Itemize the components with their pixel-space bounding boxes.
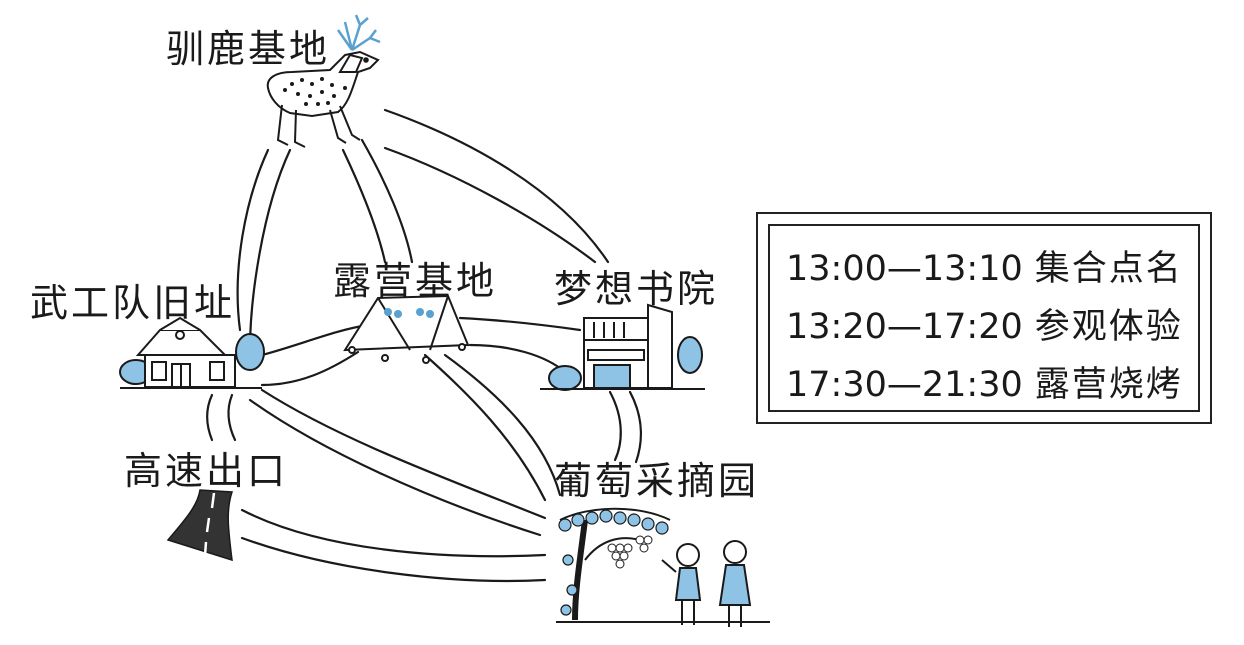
- route-workteam-highway-2: [227, 393, 237, 442]
- route-deer-academy-1: [383, 108, 610, 264]
- schedule-inner-frame: 13:00—13:10 集合点名 13:20—17:20 参观体验 17:30—…: [768, 224, 1200, 412]
- schedule-row: 13:20—17:20 参观体验: [786, 298, 1198, 356]
- tent-icon: [343, 294, 470, 364]
- schedule-time: 13:20—17:20: [786, 307, 1023, 347]
- route-highway-grape-1: [240, 508, 547, 558]
- route-highway-grape-2: [240, 536, 547, 583]
- schedule-time: 13:00—13:10: [786, 249, 1023, 289]
- label-workteam-site: 武工队旧址: [30, 281, 236, 325]
- route-workteam-grape-2: [260, 388, 547, 520]
- label-dream-academy: 梦想书院: [554, 267, 719, 311]
- route-workteam-camp-1: [260, 323, 370, 357]
- label-deer-base: 驯鹿基地: [166, 27, 331, 71]
- route-workteam-grape-1: [248, 398, 542, 537]
- grape-vine-icon: [556, 507, 770, 627]
- route-camp-grape-1: [423, 353, 547, 502]
- schedule-time: 17:30—21:30: [786, 365, 1023, 405]
- route-deer-workteam-1: [236, 148, 270, 332]
- label-grape-garden: 葡萄采摘园: [554, 459, 760, 503]
- schedule-activity: 露营烧烤: [1034, 365, 1183, 405]
- label-highway-exit: 高速出口: [124, 449, 289, 493]
- route-lines: [206, 108, 643, 583]
- route-deer-camp-2: [360, 138, 414, 264]
- schedule-activity: 参观体验: [1034, 307, 1183, 347]
- route-academy-grape-1: [608, 390, 622, 462]
- route-workteam-camp-2: [260, 350, 360, 387]
- deer-icon: [266, 14, 381, 148]
- route-deer-workteam-2: [248, 148, 292, 352]
- building-icon: [540, 303, 705, 391]
- route-deer-academy-2: [383, 146, 597, 264]
- route-camp-academy-2: [468, 343, 567, 374]
- route-academy-grape-2: [628, 390, 643, 464]
- route-camp-grape-2: [443, 353, 562, 497]
- route-workteam-highway-1: [206, 393, 214, 442]
- route-deer-camp-1: [341, 148, 387, 264]
- schedule-activity: 集合点名: [1034, 249, 1183, 289]
- house-icon: [119, 316, 265, 389]
- schedule-row: 13:00—13:10 集合点名: [786, 240, 1198, 298]
- schedule-box: 13:00—13:10 集合点名 13:20—17:20 参观体验 17:30—…: [756, 212, 1212, 424]
- schedule-row: 17:30—21:30 露营烧烤: [786, 356, 1198, 414]
- road-icon: [166, 489, 234, 562]
- route-camp-academy-1: [458, 316, 582, 332]
- label-camp-base: 露营基地: [333, 259, 498, 303]
